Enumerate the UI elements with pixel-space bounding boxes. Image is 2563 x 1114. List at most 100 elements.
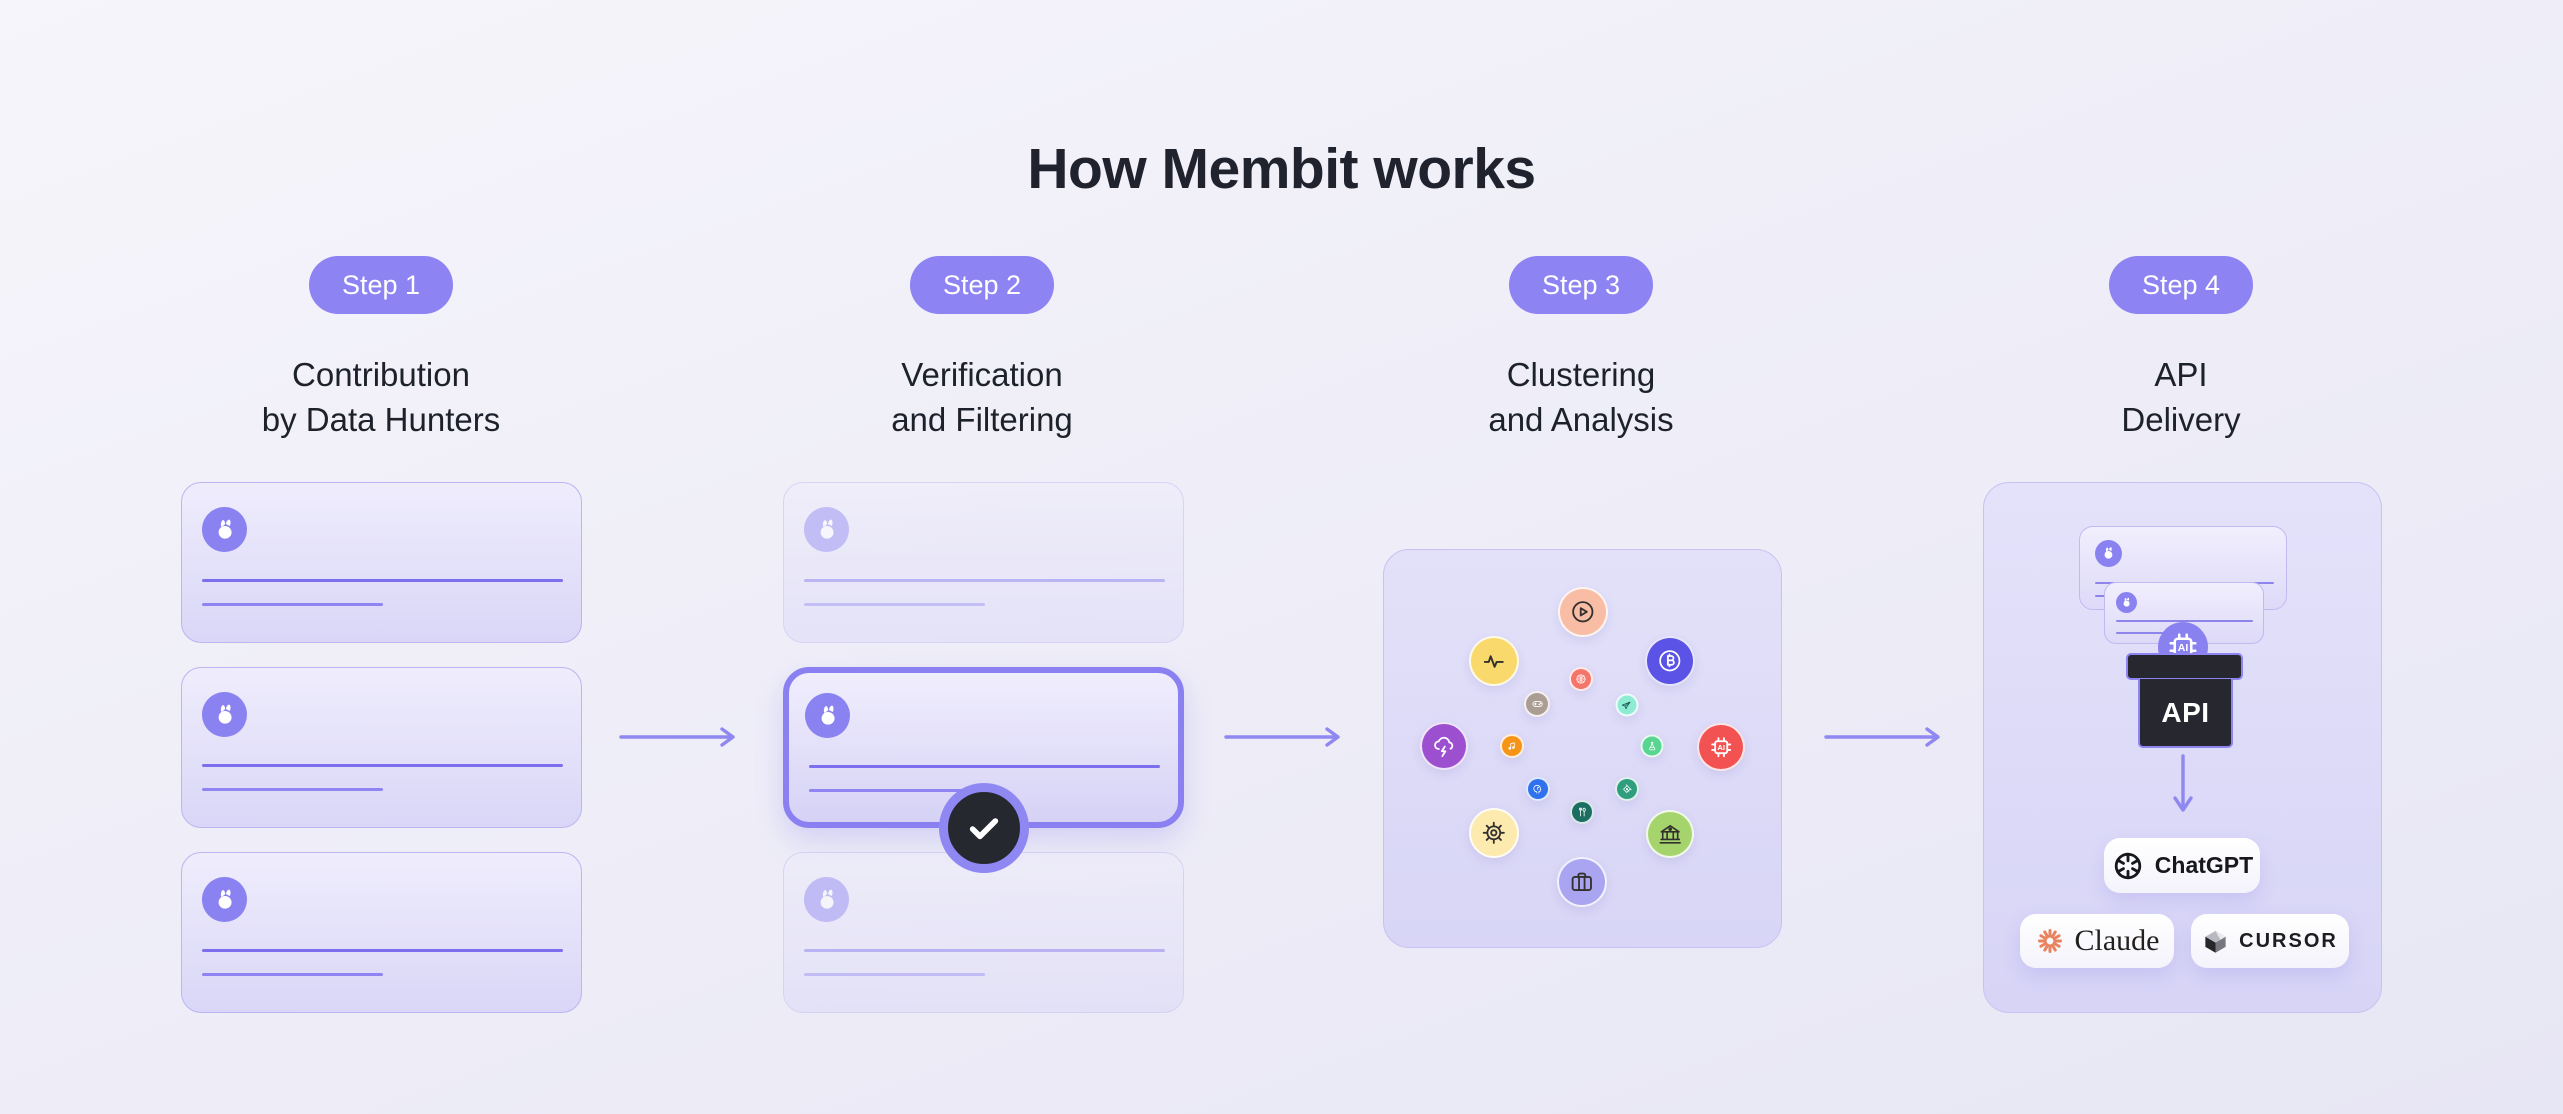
topic-bubble-ai	[1697, 722, 1746, 771]
step1-header: Step 1 Contribution by Data Hunters	[171, 256, 591, 442]
membit-avatar	[804, 877, 849, 922]
topic-bubble-media	[1557, 586, 1608, 637]
pen-tool-icon	[1621, 783, 1633, 795]
verified-check-badge	[939, 783, 1029, 873]
membit-avatar	[2116, 592, 2137, 613]
topic-bubble-travel	[1615, 693, 1639, 717]
bank-icon	[1657, 821, 1683, 847]
membit-avatar	[804, 507, 849, 552]
step2-header: Step 2 Verification and Filtering	[772, 256, 1192, 442]
rejected-card	[783, 482, 1184, 643]
membit-avatar	[2095, 540, 2122, 567]
topic-bubble-gaming	[1524, 690, 1551, 717]
topic-bubble-settings	[1468, 807, 1519, 858]
contribution-card	[181, 852, 582, 1013]
briefcase-icon	[1568, 868, 1596, 896]
gamepad-icon	[1531, 697, 1544, 710]
text-line-placeholder	[202, 949, 563, 952]
bunny-icon	[2100, 545, 2117, 562]
gear-icon	[1480, 819, 1508, 847]
bunny-icon	[211, 516, 239, 544]
text-line-placeholder	[804, 949, 1165, 952]
step1-badge: Step 1	[308, 256, 454, 314]
text-line-placeholder	[202, 603, 383, 606]
step2-badge: Step 2	[909, 256, 1055, 314]
membit-avatar	[805, 693, 850, 738]
client-label: Claude	[2074, 924, 2160, 957]
topic-bubble-business	[1557, 856, 1608, 907]
membit-avatar	[202, 692, 247, 737]
music-note-icon	[1506, 740, 1518, 752]
plane-icon	[1621, 699, 1632, 710]
flow-arrow-icon	[1223, 725, 1347, 749]
pulse-icon	[1480, 647, 1508, 675]
bunny-icon	[211, 701, 239, 729]
api-delivery-panel: API ChatGPT Claude CURSOR	[1983, 482, 2382, 1013]
down-arrow-icon	[2171, 753, 2195, 817]
text-line-placeholder	[804, 603, 985, 606]
step1-heading: Contribution by Data Hunters	[261, 356, 501, 438]
text-line-placeholder	[202, 973, 383, 976]
step3-badge: Step 3	[1508, 256, 1654, 314]
flow-arrow-icon	[618, 725, 742, 749]
page-title: How Membit works	[1027, 137, 1536, 202]
text-line-placeholder	[2116, 632, 2186, 634]
client-chip-cursor: CURSOR	[2191, 914, 2349, 968]
flask-icon	[1646, 740, 1657, 751]
api-box-label: API	[2161, 696, 2210, 728]
bunny-icon	[211, 886, 239, 914]
ai-chip-icon	[1708, 734, 1734, 760]
storm-icon	[1431, 733, 1457, 759]
check-icon	[963, 807, 1005, 849]
client-label: ChatGPT	[2154, 852, 2254, 878]
bunny-icon	[814, 702, 842, 730]
head-icon	[1532, 783, 1544, 795]
step2-heading: Verification and Filtering	[891, 356, 1073, 438]
bunny-icon	[813, 886, 841, 914]
bitcoin-icon	[1656, 647, 1684, 675]
contribution-card	[181, 482, 582, 643]
membit-avatar	[202, 507, 247, 552]
topic-bubble-sports	[1568, 667, 1593, 692]
text-line-placeholder	[202, 579, 563, 582]
membit-avatar	[202, 877, 247, 922]
topic-bubble-crypto	[1645, 636, 1696, 687]
step4-header: Step 4 API Delivery	[1971, 256, 2391, 442]
contribution-card	[181, 667, 582, 828]
topic-bubble-food	[1570, 800, 1595, 825]
api-box-lid	[2126, 653, 2243, 680]
step3-heading: Clustering and Analysis	[1488, 356, 1674, 438]
text-line-placeholder	[202, 764, 563, 767]
utensils-icon	[1576, 806, 1588, 818]
text-line-placeholder	[2116, 620, 2253, 622]
rejected-card	[783, 852, 1184, 1013]
topic-bubble-activity	[1468, 636, 1519, 687]
topic-bubble-music	[1499, 734, 1524, 759]
client-chip-claude: Claude	[2020, 914, 2174, 968]
flow-arrow-icon	[1823, 725, 1947, 749]
client-chip-chatgpt: ChatGPT	[2104, 838, 2260, 893]
topic-bubble-science	[1640, 734, 1664, 758]
cluster-panel	[1383, 549, 1782, 948]
topic-bubble-psychology	[1526, 777, 1551, 802]
step3-header: Step 3 Clustering and Analysis	[1371, 256, 1791, 442]
api-box: API	[2138, 679, 2233, 748]
openai-logo-icon	[2111, 849, 2145, 883]
client-label: CURSOR	[2239, 929, 2338, 952]
text-line-placeholder	[804, 579, 1165, 582]
step4-badge: Step 4	[2108, 256, 2254, 314]
topic-bubble-design	[1614, 777, 1639, 802]
play-icon	[1569, 598, 1597, 626]
cursor-logo-icon	[2202, 928, 2229, 955]
text-line-placeholder	[804, 973, 985, 976]
claude-logo-icon	[2035, 926, 2065, 956]
text-line-placeholder	[809, 765, 1160, 768]
bunny-icon	[813, 516, 841, 544]
topic-bubble-finance	[1646, 809, 1695, 858]
basketball-icon	[1575, 673, 1587, 685]
text-line-placeholder	[809, 789, 990, 792]
bunny-icon	[2120, 596, 2133, 609]
text-line-placeholder	[202, 788, 383, 791]
step4-heading: API Delivery	[2121, 356, 2241, 438]
